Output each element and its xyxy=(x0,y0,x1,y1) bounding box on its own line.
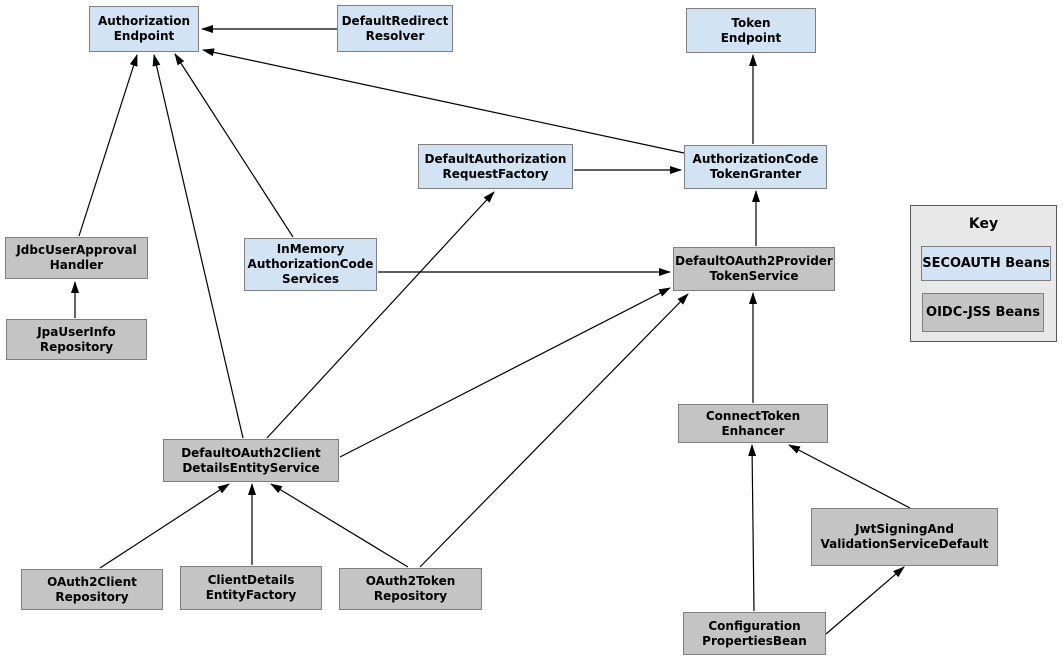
edge-jwt-signing-and-validation-service-default--to--connect-token-enhancer xyxy=(788,444,911,509)
edge-jdbc-user-approval-handler--to--authorization-endpoint xyxy=(78,54,138,237)
edge-in-memory-authorization-code-services--to--authorization-endpoint xyxy=(174,53,294,238)
node-label-oauth2-token-repository: OAuth2Token Repository xyxy=(365,574,456,603)
node-label-jwt-signing-and-validation-service-default: JwtSigningAnd ValidationServiceDefault xyxy=(820,522,989,551)
key-entry-secoauth-beans: SECOAUTH Beans xyxy=(921,246,1051,281)
edge-default-oauth2-client-details-entity-service--to--authorization-endpoint xyxy=(152,54,244,439)
node-authorization-code-token-granter: AuthorizationCode TokenGranter xyxy=(684,145,827,189)
node-label-client-details-entity-factory: ClientDetails EntityFactory xyxy=(205,573,297,602)
node-in-memory-authorization-code-services: InMemory AuthorizationCode Services xyxy=(244,238,377,291)
edge-configuration-properties-bean--to--jwt-signing-and-validation-service-default xyxy=(825,566,905,635)
edge-default-oauth2-client-details-entity-service--to--default-oauth2-provider-token-service xyxy=(339,287,671,458)
node-default-oauth2-client-details-entity-service: DefaultOAuth2Client DetailsEntityService xyxy=(163,439,339,482)
node-default-authorization-request-factory: DefaultAuthorization RequestFactory xyxy=(418,144,573,189)
node-label-default-redirect-resolver: DefaultRedirect Resolver xyxy=(341,13,449,43)
node-client-details-entity-factory: ClientDetails EntityFactory xyxy=(180,566,322,610)
edge-oauth2-token-repository--to--default-oauth2-provider-token-service xyxy=(419,293,689,568)
node-oauth2-client-repository: OAuth2Client Repository xyxy=(21,569,163,610)
node-label-in-memory-authorization-code-services: InMemory AuthorizationCode Services xyxy=(247,242,374,286)
edge-default-oauth2-client-details-entity-service--to--default-authorization-request-factory xyxy=(266,191,495,439)
edge-authorization-code-token-granter--to--authorization-endpoint xyxy=(202,48,685,154)
key-title: Key xyxy=(968,216,999,232)
node-jdbc-user-approval-handler: JdbcUserApproval Handler xyxy=(5,237,148,279)
key-entry-oidc-jss-beans: OIDC-JSS Beans xyxy=(922,293,1044,332)
edge-lines xyxy=(71,25,911,635)
node-label-jpa-user-info-repository: JpaUserInfo Repository xyxy=(37,324,116,354)
edge-oauth2-client-repository--to--default-oauth2-client-details-entity-service xyxy=(99,483,230,569)
edge-configuration-properties-bean--to--connect-token-enhancer xyxy=(748,444,757,612)
node-label-connect-token-enhancer: ConnectToken Enhancer xyxy=(705,408,801,438)
node-label-default-authorization-request-factory: DefaultAuthorization RequestFactory xyxy=(424,151,567,181)
node-jwt-signing-and-validation-service-default: JwtSigningAnd ValidationServiceDefault xyxy=(811,508,998,566)
node-connect-token-enhancer: ConnectToken Enhancer xyxy=(678,404,828,443)
node-label-authorization-endpoint: Authorization Endpoint xyxy=(97,14,191,43)
node-authorization-endpoint: Authorization Endpoint xyxy=(89,6,199,52)
node-jpa-user-info-repository: JpaUserInfo Repository xyxy=(6,319,147,360)
node-configuration-properties-bean: Configuration PropertiesBean xyxy=(683,612,826,655)
node-default-oauth2-provider-token-service: DefaultOAuth2Provider TokenService xyxy=(673,247,835,291)
node-default-redirect-resolver: DefaultRedirect Resolver xyxy=(337,5,453,52)
edge-oauth2-token-repository--to--default-oauth2-client-details-entity-service xyxy=(270,483,409,568)
node-label-default-oauth2-provider-token-service: DefaultOAuth2Provider TokenService xyxy=(675,254,833,283)
node-label-token-endpoint: Token Endpoint xyxy=(720,15,782,45)
key-legend: Key SECOAUTH Beans OIDC-JSS Beans xyxy=(910,205,1057,342)
node-token-endpoint: Token Endpoint xyxy=(686,8,816,53)
node-label-default-oauth2-client-details-entity-service: DefaultOAuth2Client DetailsEntityService xyxy=(181,445,321,475)
node-label-authorization-code-token-granter: AuthorizationCode TokenGranter xyxy=(692,152,819,181)
node-oauth2-token-repository: OAuth2Token Repository xyxy=(339,568,482,610)
node-label-jdbc-user-approval-handler: JdbcUserApproval Handler xyxy=(16,243,137,272)
node-label-configuration-properties-bean: Configuration PropertiesBean xyxy=(702,618,807,648)
node-label-oauth2-client-repository: OAuth2Client Repository xyxy=(47,574,137,604)
